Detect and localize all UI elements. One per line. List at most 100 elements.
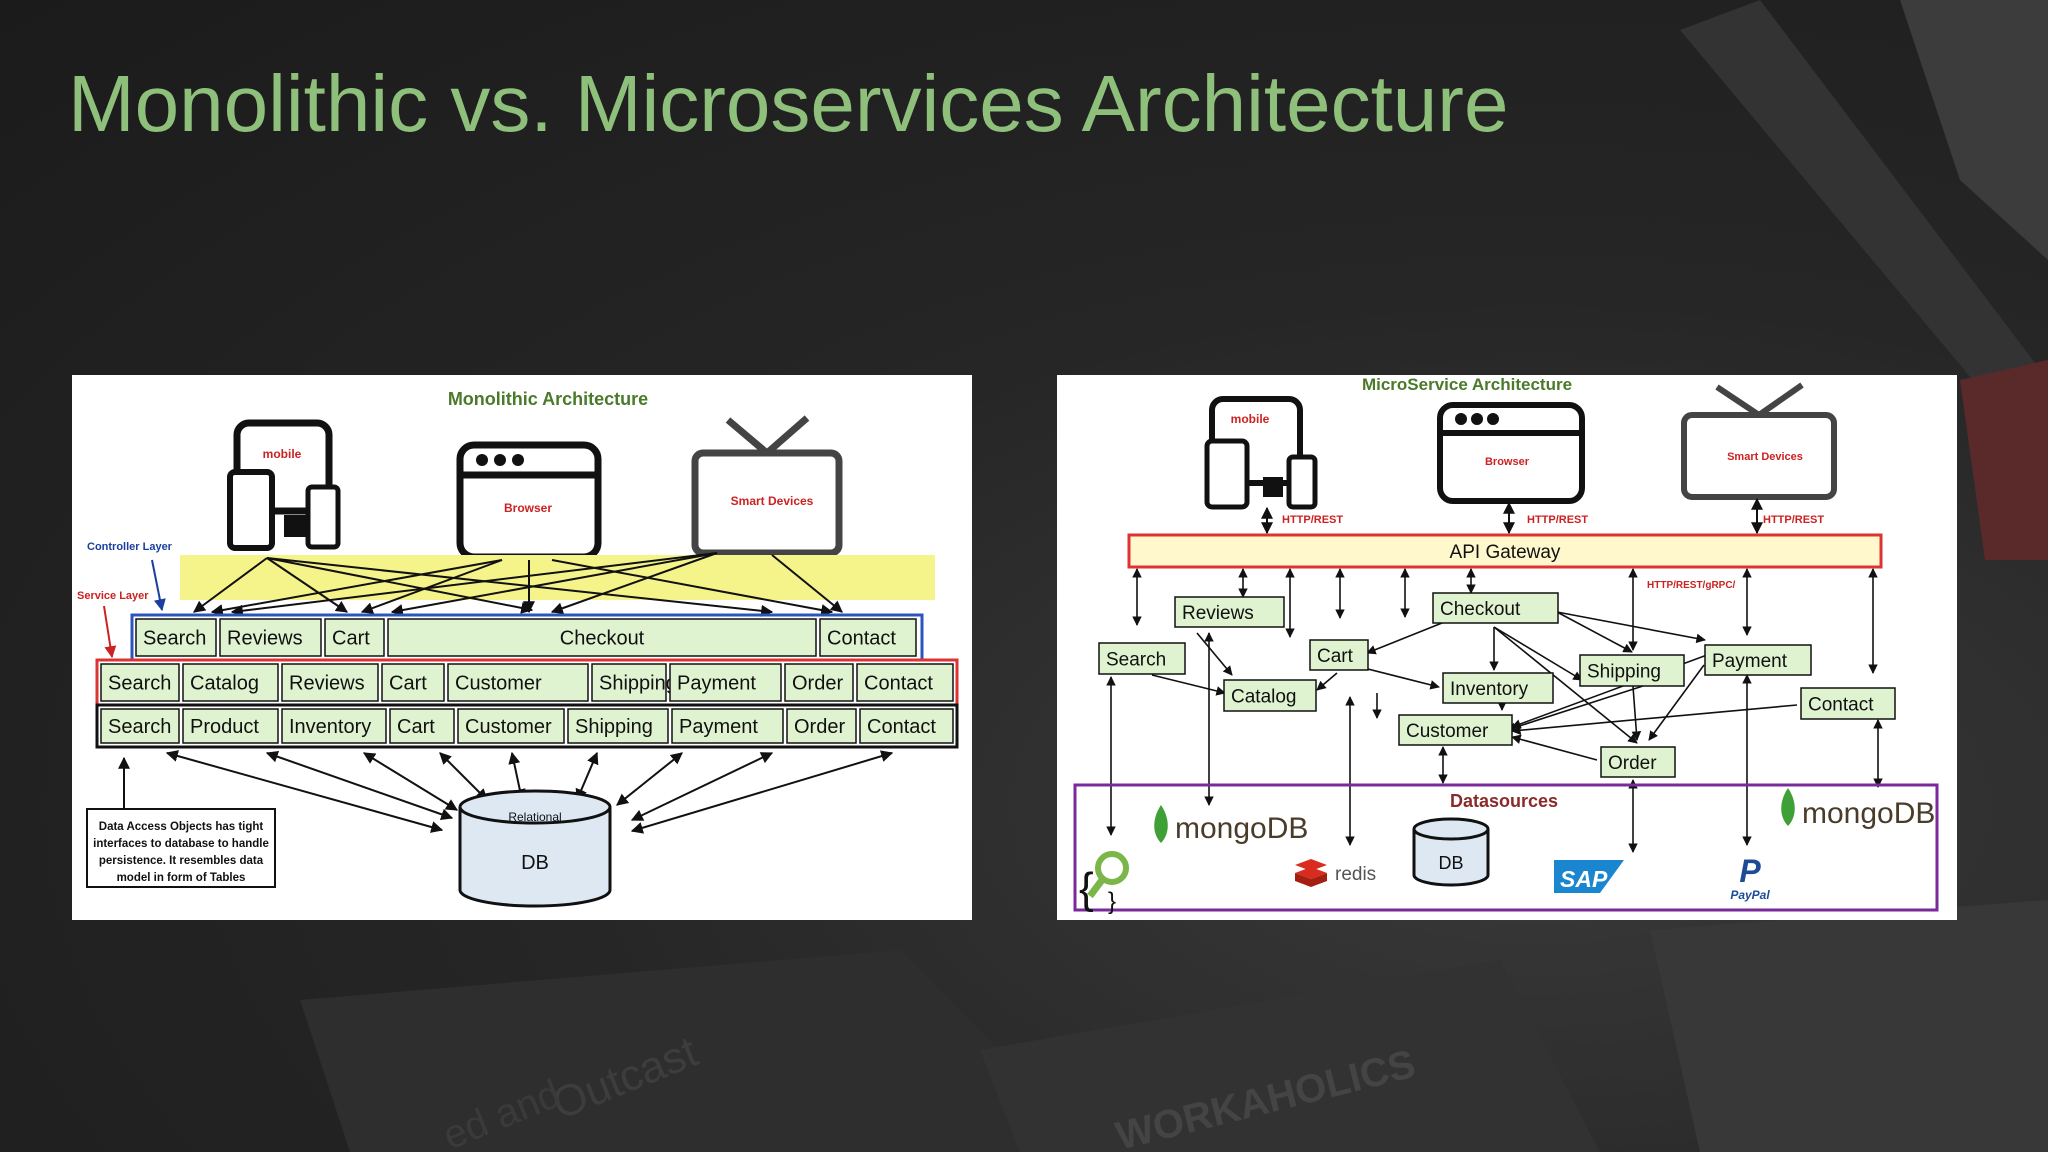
dao-label-order: Order: [794, 716, 845, 738]
service-box-contact: Contact: [1800, 687, 1896, 720]
service-label-catalog: Catalog: [1231, 687, 1297, 708]
monolithic-diagram-panel: Monolithic Architecture mobile Browser S…: [72, 375, 972, 920]
http-rest-label-1: HTTP/REST: [1282, 514, 1343, 526]
service-cell-cart: Cart: [381, 663, 445, 702]
mono-smart-device-icon: Smart Devices: [691, 415, 843, 557]
service-label-payment: Payment: [677, 673, 756, 695]
dao-label-payment: Payment: [679, 716, 758, 738]
datasource-db-icon: DB: [1412, 817, 1490, 887]
mono-mobile-label: mobile: [263, 447, 302, 461]
micro-smart-label: Smart Devices: [1727, 451, 1803, 463]
controller-cell-reviews: Reviews: [219, 618, 322, 657]
microservice-diagram: MicroService Architecture mobile Browser…: [1073, 375, 1939, 915]
service-label-checkout: Checkout: [1440, 599, 1521, 620]
db-top-label: Relational: [508, 810, 561, 824]
dao-label-customer: Customer: [465, 716, 552, 738]
svg-text:{: {: [1079, 864, 1094, 913]
mongodb-logo-1: mongoDB: [1154, 805, 1308, 845]
dao-cell-cart: Cart: [389, 708, 455, 744]
monolithic-diagram: Monolithic Architecture mobile Browser S…: [77, 389, 959, 908]
bg-shape-poster-left: [300, 950, 1100, 1152]
service-label-payment: Payment: [1712, 651, 1788, 672]
controller-pointer: [151, 559, 166, 612]
api-gateway-label: API Gateway: [1450, 542, 1561, 563]
mono-browser-icon: Browser: [456, 441, 602, 561]
dao-label-cart: Cart: [397, 716, 435, 738]
mono-device-arrows: [193, 552, 843, 617]
service-label-search: Search: [1106, 650, 1166, 671]
controller-label-checkout: Checkout: [560, 628, 645, 650]
service-label-customer: Customer: [1406, 721, 1489, 742]
dao-cell-order: Order: [786, 708, 857, 744]
service-box-inventory: Inventory: [1442, 672, 1554, 704]
service-label-reviews: Reviews: [289, 673, 365, 695]
service-box-reviews: Reviews: [1174, 596, 1285, 628]
svg-text:}: }: [1108, 888, 1116, 915]
dao-note-line: interfaces to database to handle: [93, 838, 269, 850]
paypal-logo: P PayPal: [1730, 853, 1770, 902]
service-box-cart: Cart: [1309, 639, 1369, 671]
grpc-label: HTTP/REST/gRPC/: [1647, 580, 1736, 591]
paypal-text: PayPal: [1730, 888, 1770, 902]
service-box-shipping: Shipping: [1579, 654, 1685, 687]
dao-note-box: [86, 808, 276, 888]
micro-browser-icon: Browser: [1437, 402, 1585, 504]
service-label-order: Order: [792, 673, 843, 695]
redis-text: redis: [1335, 864, 1376, 885]
micro-smart-device-icon: Smart Devices: [1681, 382, 1837, 500]
controller-label-reviews: Reviews: [227, 628, 303, 650]
mono-db-arrows: [165, 750, 894, 834]
dao-note-line: persistence. It resembles data: [99, 855, 264, 867]
controller-cell-checkout: Checkout: [387, 618, 817, 657]
service-label-inventory: Inventory: [1450, 679, 1529, 700]
sap-text: SAP: [1560, 866, 1608, 892]
sap-logo: SAP: [1554, 860, 1624, 893]
relational-db-icon: Relational DB: [458, 789, 612, 908]
mono-mobile-device-icon: mobile: [227, 419, 341, 551]
controller-layer-label: Controller Layer: [87, 541, 173, 553]
svg-text:P: P: [1739, 853, 1761, 889]
dao-cell-customer: Customer: [457, 708, 565, 744]
bg-shape-poster-mid: [980, 960, 1600, 1152]
controller-cell-cart: Cart: [324, 618, 385, 657]
service-box-catalog: Catalog: [1223, 679, 1317, 712]
dao-cell-product: Product: [182, 708, 279, 744]
service-box-payment: Payment: [1704, 644, 1812, 676]
mono-title: Monolithic Architecture: [448, 389, 648, 409]
service-cell-catalog: Catalog: [182, 663, 279, 702]
controller-label-cart: Cart: [332, 628, 370, 650]
service-pointer: [103, 605, 117, 659]
db-label: DB: [521, 852, 549, 874]
datasources-label: Datasources: [1450, 791, 1558, 811]
http-rest-label-3: HTTP/REST: [1763, 514, 1824, 526]
service-box-order: Order: [1600, 746, 1676, 778]
service-cell-customer: Customer: [447, 663, 589, 702]
service-cell-order: Order: [784, 663, 854, 702]
redis-logo: redis: [1295, 859, 1376, 887]
controller-label-contact: Contact: [827, 628, 896, 650]
dao-label-contact: Contact: [867, 716, 936, 738]
micro-title: MicroService Architecture: [1362, 375, 1572, 394]
microservice-diagram-panel: MicroService Architecture mobile Browser…: [1057, 375, 1957, 920]
mongodb-text-2: mongoDB: [1802, 797, 1935, 830]
bg-shape-streak: [1680, 0, 2048, 470]
service-label-catalog: Catalog: [190, 673, 259, 695]
service-cell-contact: Contact: [856, 663, 954, 702]
elastic-search-logo: { }: [1079, 851, 1129, 915]
dao-cell-shipping: Shipping: [567, 708, 669, 744]
service-box-customer: Customer: [1398, 714, 1513, 746]
bg-shape-red-poster: [1960, 360, 2048, 560]
micro-mobile-label: mobile: [1231, 412, 1270, 426]
dao-cell-search: Search: [100, 708, 180, 744]
dao-label-inventory: Inventory: [289, 716, 371, 738]
bg-shape-topright: [1900, 0, 2048, 260]
service-box-search: Search: [1098, 642, 1186, 675]
dao-note-text: Data Access Objects has tightinterfaces …: [93, 821, 269, 884]
service-label-contact: Contact: [1808, 695, 1874, 716]
service-label-cart: Cart: [1317, 646, 1354, 667]
api-gateway-box: [1127, 533, 1883, 569]
